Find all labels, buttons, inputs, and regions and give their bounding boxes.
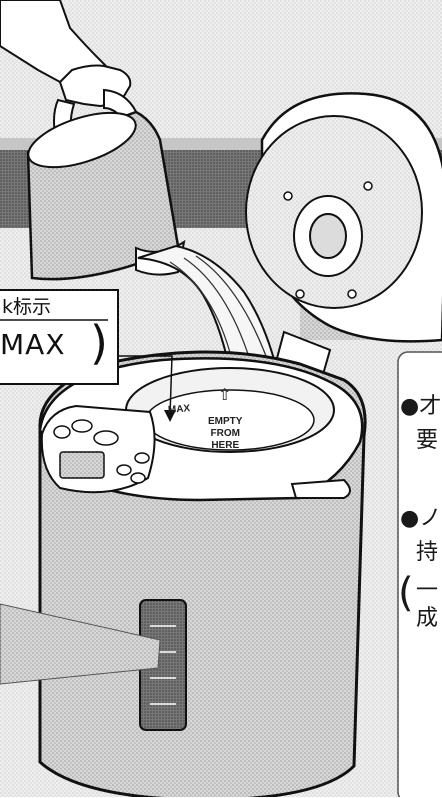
up-arrow-icon: ⇧	[218, 387, 232, 404]
panel-button-3	[93, 430, 119, 446]
gauge-pointer	[0, 603, 161, 685]
empty-line-2: FROM	[210, 428, 240, 439]
callout-frame	[0, 289, 119, 385]
empty-line-3: HERE	[211, 440, 240, 451]
side-note-line-2: 要	[416, 428, 439, 453]
arm	[0, 0, 115, 84]
lid-screw-4	[347, 289, 357, 299]
callout-label-max: MAX	[0, 328, 66, 361]
side-note-line-6: 成	[416, 606, 439, 631]
max-arrow-head	[164, 410, 176, 422]
panel-button-1	[53, 425, 71, 439]
side-note-line-1: ●才	[400, 394, 442, 419]
callout-label-top: k标示	[2, 296, 52, 318]
empty-line-1: EMPTY	[208, 416, 243, 427]
lid-screw-1	[283, 191, 293, 201]
pitcher-rim	[27, 111, 137, 169]
empty-from-here-text: EMPTY FROM HERE	[208, 416, 242, 452]
side-note-line-5: 一	[416, 578, 439, 603]
lid-center-core	[309, 213, 347, 259]
max-mark-text: MAX	[167, 403, 191, 416]
panel-button-6	[130, 472, 146, 484]
side-panel-box	[397, 351, 442, 797]
max-level-callout: k标示 MAX )	[0, 286, 118, 386]
lid-screw-3	[295, 289, 305, 299]
panel-button-5	[134, 452, 150, 464]
pot-side-handle	[290, 478, 351, 499]
side-note-panel: ●才 要 ●ノ 持 ( 一 成	[398, 358, 442, 798]
display-screen	[59, 451, 105, 479]
panel-button-2	[71, 419, 93, 433]
side-note-line-4: 持	[416, 540, 439, 565]
lid-screw-2	[363, 181, 373, 191]
side-note-paren: (	[398, 570, 414, 616]
side-note-line-3: ●ノ	[400, 506, 442, 531]
callout-paren: )	[90, 316, 108, 370]
panel-button-4	[116, 464, 132, 476]
max-arrow-line	[118, 355, 173, 417]
